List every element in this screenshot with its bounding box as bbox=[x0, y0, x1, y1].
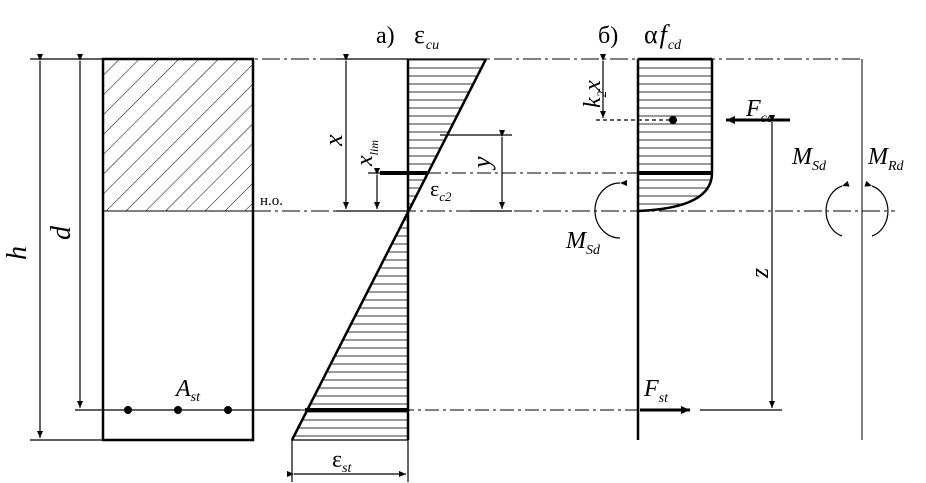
label-msd-right: MSd bbox=[791, 144, 827, 174]
label-msd-left: MSd bbox=[565, 228, 601, 258]
label-neutral-axis: н.о. bbox=[260, 193, 283, 209]
msd-right-moment-icon bbox=[825, 180, 850, 237]
h-dimension bbox=[30, 54, 103, 441]
label-mrd: MRd bbox=[867, 144, 905, 174]
rebar-dot bbox=[174, 406, 182, 414]
label-ast: Ast bbox=[174, 376, 201, 405]
label-a-marker: а) bbox=[376, 23, 395, 49]
stress-block bbox=[637, 58, 713, 212]
msd-left-moment-icon bbox=[594, 179, 628, 239]
label-x: x bbox=[319, 134, 348, 147]
label-k2x: k2x bbox=[580, 80, 609, 108]
label-xlim: xlim bbox=[352, 140, 381, 167]
x-dimension bbox=[336, 54, 408, 212]
label-b-marker: б) bbox=[598, 23, 618, 49]
strain-diagram bbox=[290, 58, 640, 441]
xlim-dimension bbox=[368, 168, 380, 209]
compression-zone-hatch bbox=[103, 59, 253, 211]
rebar-dot bbox=[124, 406, 132, 414]
cross-section bbox=[75, 57, 300, 442]
k2x-dimension bbox=[596, 54, 673, 121]
fcc-centroid-dot bbox=[669, 116, 677, 124]
section-outline bbox=[101, 57, 255, 442]
label-fst: Fst bbox=[643, 376, 669, 406]
label-d: d bbox=[46, 225, 77, 240]
label-eps-cu: εcu bbox=[414, 20, 439, 53]
label-alpha-fcd: αfcd bbox=[644, 20, 682, 53]
eps-st-dimension bbox=[287, 440, 409, 482]
y-dimension bbox=[440, 130, 512, 212]
label-z: z bbox=[745, 268, 774, 279]
label-eps-st: εst bbox=[332, 447, 353, 476]
label-eps-c2: εc2 bbox=[430, 176, 452, 204]
label-y: y bbox=[467, 156, 496, 171]
label-fcc: Fcc bbox=[745, 96, 774, 126]
label-h: h bbox=[2, 246, 33, 260]
stress-diagram bbox=[636, 57, 714, 440]
z-dimension bbox=[700, 115, 782, 411]
mrd-moment-icon bbox=[864, 180, 889, 237]
rebar-dot bbox=[224, 406, 232, 414]
